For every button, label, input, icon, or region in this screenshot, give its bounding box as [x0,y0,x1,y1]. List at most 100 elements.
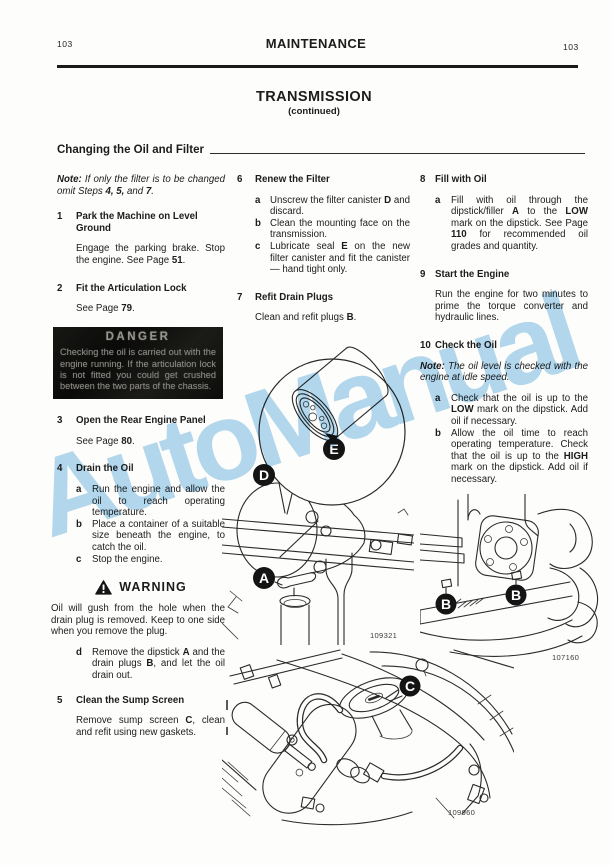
step-6a: a Unscrew the filter canister D and disc… [255,195,410,218]
sub-text: Allow the oil time to reach operating te… [451,427,588,485]
sub-letter: b [435,427,441,439]
figure-number: 109960 [448,808,475,817]
step-title: Check the Oil [435,339,497,351]
warning-title: WARNING [119,579,187,594]
header-rule [57,65,578,68]
callout-a: A [259,570,269,586]
step-title: Start the Engine [435,268,510,280]
warning-heading: WARNING [57,580,225,595]
callout-b2: B [511,587,521,603]
filter-canister-illustration: E D A 109321 [222,346,414,645]
step-6: 6 Renew the Filter [237,174,410,186]
step-number: 1 [57,211,63,223]
step-4b: b Place a container of a suitable size b… [76,519,225,554]
step-4c: c Stop the engine. [76,554,225,566]
step-number: 2 [57,282,63,294]
sub-text: Run the engine and allow the oil to reac… [92,483,225,519]
step-title: Clean the Sump Screen [76,694,185,706]
sub-letter: c [255,240,261,252]
sub-letter: a [255,194,261,206]
step-10a: a Check that the oil is up to the LOW ma… [435,393,588,428]
step-10b: b Allow the oil time to reach operating … [435,428,588,486]
warning-triangle-icon [95,580,113,595]
section-continued: (continued) [288,106,340,117]
step-2-body: See Page 79. [76,303,135,315]
step-8a: a Fill with oil through the dipstick/fil… [435,195,588,253]
sub-letter: a [435,392,441,404]
step-4d: d Remove the dipstick A and the drain pl… [76,647,225,682]
step-1: 1 Park the Machine on Level Ground [57,211,225,234]
middle-column: 6 Renew the Filter a Unscrew the filter … [237,174,410,324]
step-title: Fit the Articulation Lock [76,282,187,294]
left-column: Note: If only the filter is to be change… [51,174,225,738]
step-9: 9 Start the Engine [420,269,588,281]
step-5-body: Remove sump screen C, clean and refit us… [76,715,225,738]
step-title: Renew the Filter [255,174,330,185]
right-column: 8 Fill with Oil a Fill with oil through … [420,174,588,485]
sub-letter: b [255,217,261,229]
step-title: Refit Drain Plugs [255,291,334,303]
step-7-body: Clean and refit plugs B. [255,312,357,324]
step-number: 6 [237,174,243,185]
note-idle-speed: Note: The oil level is checked with the … [420,360,588,384]
step-8: 8 Fill with Oil [420,174,588,186]
callout-d: D [259,467,269,483]
figure-number: 107160 [552,653,579,662]
callout-e: E [329,441,338,457]
figure-filter-canister: E D A 109321 [222,345,414,645]
subsection-underline [209,153,585,154]
step-2: 2 Fit the Articulation Lock [57,283,225,295]
danger-text: Checking the oil is carried out with the… [60,347,216,391]
subsection-heading: Changing the Oil and Filter [57,144,585,156]
step-number: 10 [420,339,431,351]
step-1-body: Engage the parking brake. Stop the engin… [76,243,225,266]
sub-text: Lubricate seal E on the new filter canis… [270,240,410,276]
step-3: 3 Open the Rear Engine Panel [57,415,225,427]
step-9-body: Run the engine for two minutes to prime … [435,289,588,324]
chapter-title: MAINTENANCE [265,36,367,51]
callout-c: C [405,678,415,694]
step-3-body: See Page 80. [76,435,135,447]
sub-letter: a [435,194,441,206]
section-title: TRANSMISSION [256,89,372,105]
step-5: 5 Clean the Sump Screen [57,695,225,707]
step-number: 4 [57,463,63,475]
sub-text: Fill with oil through the dipstick/fille… [451,194,588,252]
figure-drain-plugs: B B 107160 [420,494,606,666]
step-number: 8 [420,174,426,185]
sub-letter: d [76,646,82,658]
step-7: 7 Refit Drain Plugs [237,292,410,304]
step-title: Open the Rear Engine Panel [76,415,206,427]
figure-number: 109321 [370,631,397,640]
sub-letter: b [76,518,82,530]
figure-sump-screen: C [222,648,514,828]
step-title: Fill with Oil [435,174,487,185]
scan-artifact [226,727,228,735]
sub-letter: c [76,553,82,565]
sub-text: Place a container of a suitable size ben… [92,518,225,553]
step-number: 3 [57,415,63,427]
callout-b1: B [441,596,451,612]
sub-text: Unscrew the filter canister D and discar… [270,194,410,218]
step-4a: a Run the engine and allow the oil to re… [76,484,225,519]
step-10: 10 Check the Oil [420,340,588,352]
step-4: 4 Drain the Oil [57,463,225,475]
sump-screen-illustration: C [222,649,514,826]
warning-text: Oil will gush from the hole when the dra… [51,603,225,638]
step-title: Park the Machine on Level Ground [76,211,198,234]
danger-box: DANGER Checking the oil is carried out w… [53,326,223,400]
note-filter-only: Note: If only the filter is to be change… [57,174,225,197]
page-number-left: 103 [57,39,73,49]
step-6b: b Clean the mounting face on the transmi… [255,218,410,241]
page-number-right: 103 [563,42,579,52]
sub-text: Check that the oil is up to the LOW mark… [451,392,588,427]
drain-plugs-illustration: B B 107160 [420,494,598,662]
sub-text: Stop the engine. [92,553,163,565]
sub-letter: a [76,483,82,495]
step-number: 5 [57,694,63,706]
step-title: Drain the Oil [76,463,134,475]
step-6c: c Lubricate seal E on the new filter can… [255,241,410,276]
step-number: 9 [420,268,426,280]
scan-artifact [226,700,228,710]
